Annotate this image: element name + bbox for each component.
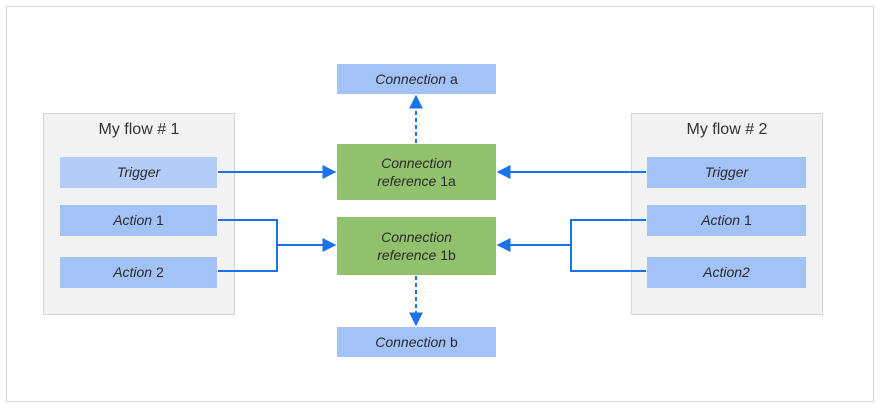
flow-1-action-1-label: Action 1 bbox=[113, 212, 164, 229]
connection-a-label: Connection a bbox=[375, 70, 458, 87]
reference-1b-line-2: reference 1b bbox=[377, 247, 456, 263]
flow-1-title: My flow # 1 bbox=[98, 121, 180, 138]
flow-2-title: My flow # 2 bbox=[686, 121, 768, 138]
flow-1-trigger-label: Trigger bbox=[116, 164, 161, 181]
flow-2-action-2: Action2 bbox=[647, 257, 806, 288]
connection-a: Connection a bbox=[337, 64, 496, 94]
connection-reference-1a: Connection reference 1a bbox=[337, 144, 496, 200]
connection-b-label: Connection b bbox=[375, 333, 458, 350]
flow-2-trigger-label: Trigger bbox=[704, 164, 749, 181]
flow-2-trigger: Trigger bbox=[647, 157, 806, 188]
flow-1-action-2-label: Action 2 bbox=[113, 264, 164, 281]
flow-2-action-1: Action 1 bbox=[647, 205, 806, 236]
connection-reference-1b: Connection reference 1b bbox=[337, 217, 496, 275]
flow-1-action-1: Action 1 bbox=[60, 205, 217, 236]
flow-2-action-1-label: Action 1 bbox=[701, 212, 752, 229]
reference-1b-line-1: Connection bbox=[381, 228, 452, 245]
flow-2-action-2-label: Action2 bbox=[703, 264, 750, 281]
connection-b: Connection b bbox=[337, 327, 496, 357]
flow-1-trigger: Trigger bbox=[60, 157, 217, 188]
reference-1a-line-2: reference 1a bbox=[377, 173, 456, 189]
reference-1a-line-1: Connection bbox=[381, 154, 452, 171]
flow-1-action-2: Action 2 bbox=[60, 257, 217, 288]
